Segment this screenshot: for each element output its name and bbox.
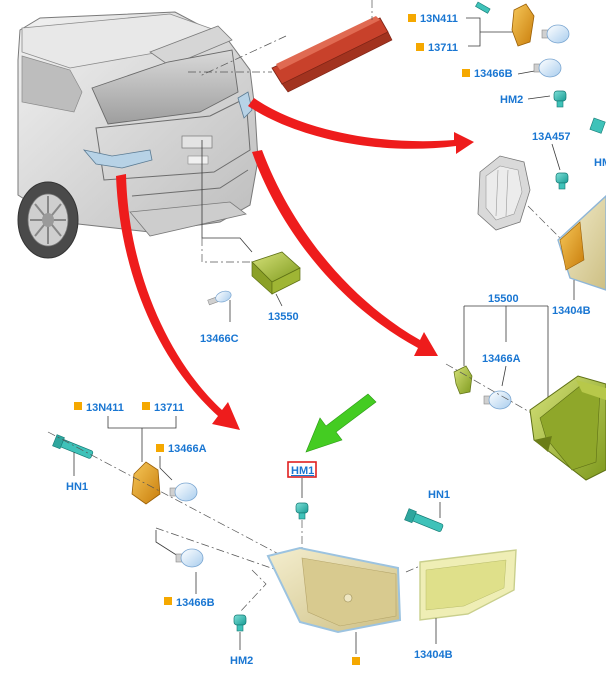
push-pin-fastener-icon	[295, 502, 309, 520]
bulb-icon	[541, 24, 570, 44]
red-pointer-arrow-icon	[116, 98, 474, 430]
wiring-connector-icon	[52, 434, 94, 459]
callout-square	[142, 402, 150, 410]
tail-lamp-assembly-icon	[266, 546, 402, 634]
label-br-13404b: 13404B	[414, 649, 453, 661]
label-mid-13466a: 13466A	[482, 353, 521, 365]
label-bl-hm2: HM2	[230, 655, 253, 667]
label-bl-13466a: 13466A	[168, 443, 207, 455]
callout-square	[416, 43, 424, 51]
label-tr-13a457: 13A457	[532, 131, 571, 143]
label-tr-13n411: 13N411	[420, 13, 458, 25]
callout-square	[164, 597, 172, 605]
bulb-icon	[175, 548, 204, 568]
label-tr-13404b: 13404B	[552, 305, 591, 317]
label-tr-hm: HM	[594, 157, 606, 169]
highlight-box	[287, 461, 317, 478]
bulb-icon	[169, 482, 198, 502]
callout-square	[462, 69, 470, 77]
car-rear-view-icon	[17, 11, 259, 259]
label-tr-hm2: HM2	[500, 94, 523, 106]
tail-lamp-assembly-icon	[419, 549, 517, 621]
label-bl-13711: 13711	[154, 402, 184, 414]
wiring-connector-icon	[589, 117, 606, 134]
label-bc-hm1: HM1	[291, 465, 314, 477]
push-pin-fastener-icon	[233, 614, 247, 632]
label-bl-hn1: HN1	[66, 481, 88, 493]
bulb-socket-icon	[453, 365, 473, 395]
bulb-icon	[207, 290, 232, 306]
bulb-socket-icon	[131, 461, 161, 505]
callout-square	[408, 14, 416, 22]
lamp-bracket-icon	[477, 155, 531, 231]
label-tr-13466b: 13466B	[474, 68, 513, 80]
tail-lamp-assembly-icon	[529, 375, 606, 481]
callout-square	[74, 402, 82, 410]
label-bl-13n411: 13N411	[86, 402, 124, 414]
callout-square	[156, 444, 164, 452]
bulb-socket-icon	[511, 3, 535, 47]
label-13550: 13550	[268, 311, 299, 323]
label-tr-13711: 13711	[428, 42, 458, 54]
push-pin-fastener-icon	[553, 90, 567, 108]
high-mounted-brake-light-icon	[271, 16, 393, 93]
label-mid-15500: 15500	[488, 293, 519, 305]
wiring-connector-icon	[404, 508, 444, 532]
label-br-hn1: HN1	[428, 489, 450, 501]
wiring-connector-icon	[475, 1, 491, 14]
bulb-icon	[533, 58, 562, 78]
label-13466c: 13466C	[200, 333, 239, 345]
callout-square	[352, 657, 360, 665]
bulb-socket-icon	[555, 172, 569, 190]
label-bl-13466b: 13466B	[176, 597, 215, 609]
tail-lamp-assembly-icon	[557, 195, 606, 291]
green-pointer-arrow-icon	[305, 393, 377, 453]
license-plate-lamp-icon	[251, 251, 301, 295]
